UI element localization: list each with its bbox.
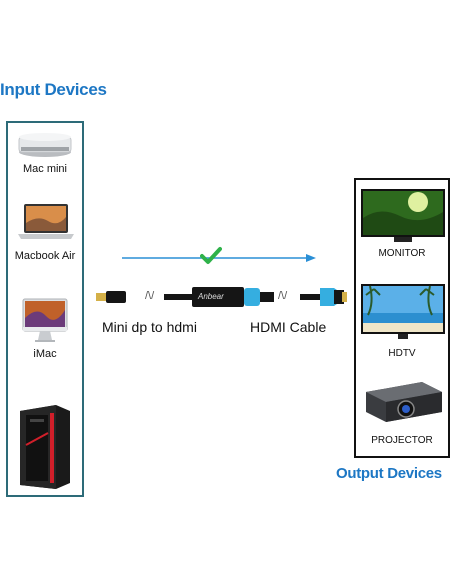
device-label-hdtv: HDTV (388, 348, 416, 359)
imac-icon (22, 298, 68, 342)
connection-arrow (122, 254, 316, 262)
laptop-icon (18, 204, 74, 239)
projector-icon (366, 382, 442, 422)
tv-icon (361, 284, 445, 339)
cable-illustration (96, 287, 347, 307)
device-label-mac-mini: Mac mini (22, 163, 67, 175)
device-label-monitor: MONITOR (378, 248, 426, 259)
cable-break-left: /\/ (145, 290, 155, 302)
output-devices-title: Output Devices (336, 465, 442, 482)
device-label-imac: iMac (33, 348, 57, 360)
monitor-icon (361, 189, 445, 242)
device-label-projector: PROJECTOR (371, 435, 433, 446)
input-devices-title: Input Devices (0, 80, 107, 99)
mini-dp-label: Mini dp to hdmi (102, 319, 197, 335)
device-label-macbook-air: Macbook Air (14, 250, 76, 262)
hdmi-cable-label: HDMI Cable (250, 319, 327, 335)
input-devices-box (6, 121, 84, 497)
cable-break-right: /\/ (278, 290, 288, 302)
pc-tower-icon (20, 405, 70, 489)
cable-brand: Anbear (198, 292, 224, 301)
output-devices-box (354, 178, 450, 458)
checkmark-icon (200, 247, 222, 264)
mac-mini-icon (18, 133, 72, 157)
